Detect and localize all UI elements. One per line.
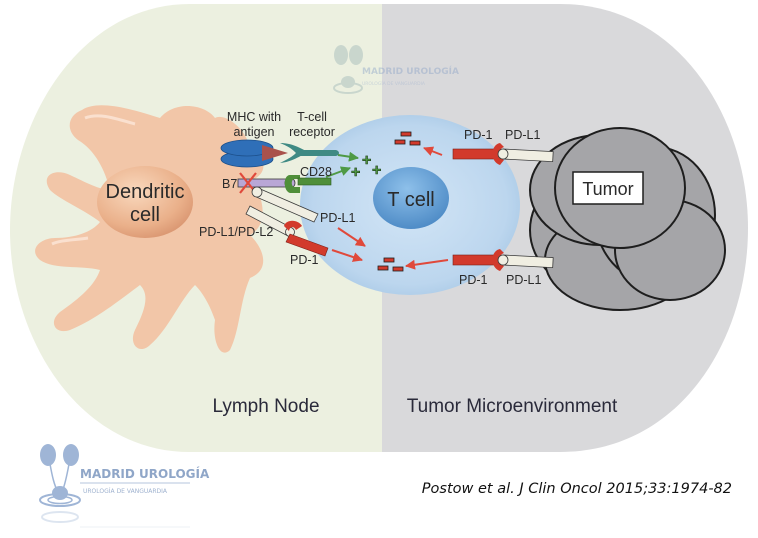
minus-sign xyxy=(377,265,389,271)
b7-label: B7 xyxy=(222,177,237,191)
kidney-logo-icon xyxy=(39,444,81,523)
inhibitory-arrow xyxy=(405,259,449,270)
pdl1-dc-label: PD-L1 xyxy=(320,211,355,225)
dendritic-cell-label-line1: Dendritic xyxy=(106,181,185,203)
pdl1-pdl2-label: PD-L1/PD-L2 xyxy=(199,225,273,239)
minus-sign xyxy=(383,257,395,263)
minus-sign xyxy=(394,139,406,145)
inhibitory-signals-top xyxy=(394,131,421,146)
watermark-center-subtitle: UROLOGÍA DE VANGUARDIA xyxy=(362,80,426,87)
pd1-dc-label: PD-1 xyxy=(290,253,319,267)
cd28-receptor xyxy=(284,175,332,193)
plus-sign: + xyxy=(362,152,371,169)
t-cell-receptor xyxy=(280,143,339,163)
citation: Postow et al. J Clin Oncol 2015;33:1974-… xyxy=(421,481,732,497)
madrid-urologia-logo: MADRID UROLOGÍA UROLOGÍA DE VANGUARDIA xyxy=(39,444,210,528)
mhc-label-line2: antigen xyxy=(233,125,274,139)
minus-sign xyxy=(400,131,412,137)
pd1-dc-receptor xyxy=(284,220,329,257)
dendritic-nucleus xyxy=(97,166,193,238)
tcr-label-line2: receptor xyxy=(289,125,335,139)
pd1-tumor-bottom-label: PD-1 xyxy=(459,273,488,287)
activating-signals: + + + xyxy=(351,152,382,182)
dendritic-cell-label-line2: cell xyxy=(130,204,160,226)
tumor-cluster: Tumor xyxy=(529,127,726,311)
minus-sign xyxy=(409,140,421,146)
plus-sign: + xyxy=(351,164,360,181)
t-cell-label: T cell xyxy=(387,189,434,211)
logo-subtitle: UROLOGÍA DE VANGUARDIA xyxy=(83,488,168,495)
activation-arrow-cd28 xyxy=(325,166,351,178)
lymph-node-label: Lymph Node xyxy=(212,396,319,417)
pdl1-dc-rod xyxy=(251,186,319,223)
tumor-label-box xyxy=(572,171,644,205)
tumor-microenvironment-label: Tumor Microenvironment xyxy=(407,396,618,417)
minus-sign xyxy=(392,266,404,272)
tcr-label-line1: T-cell xyxy=(297,110,327,124)
activation-arrow-tcr xyxy=(337,151,359,162)
pdl1-tumor-top xyxy=(497,148,554,163)
logo-title: MADRID UROLOGÍA xyxy=(80,466,210,481)
antigen xyxy=(262,145,288,161)
inhibitory-arrow xyxy=(337,227,366,247)
pdl1-tumor-bottom xyxy=(497,254,554,269)
mhc-label-line1: MHC with xyxy=(227,110,281,124)
pdl1-tumor-top-label: PD-L1 xyxy=(505,128,540,142)
t-cell-nucleus xyxy=(373,167,449,229)
mhc-with-antigen xyxy=(220,139,288,168)
pdl1-tumor-bottom-label: PD-L1 xyxy=(506,273,541,287)
inhibitory-signals-bottom xyxy=(377,257,404,272)
dendritic-cell: Dendritic cell xyxy=(35,105,264,353)
tumor-label: Tumor xyxy=(582,179,633,199)
pd1-tumor-top-label: PD-1 xyxy=(464,128,493,142)
inhibitory-arrow xyxy=(423,146,443,156)
plus-sign: + xyxy=(372,162,381,179)
inhibitory-arrow xyxy=(331,249,363,262)
watermark-center-title: MADRID UROLOGÍA xyxy=(362,65,459,77)
watermark-center: MADRID UROLOGÍA UROLOGÍA DE VANGUARDIA xyxy=(333,45,459,94)
cd28-label: CD28 xyxy=(300,165,332,179)
